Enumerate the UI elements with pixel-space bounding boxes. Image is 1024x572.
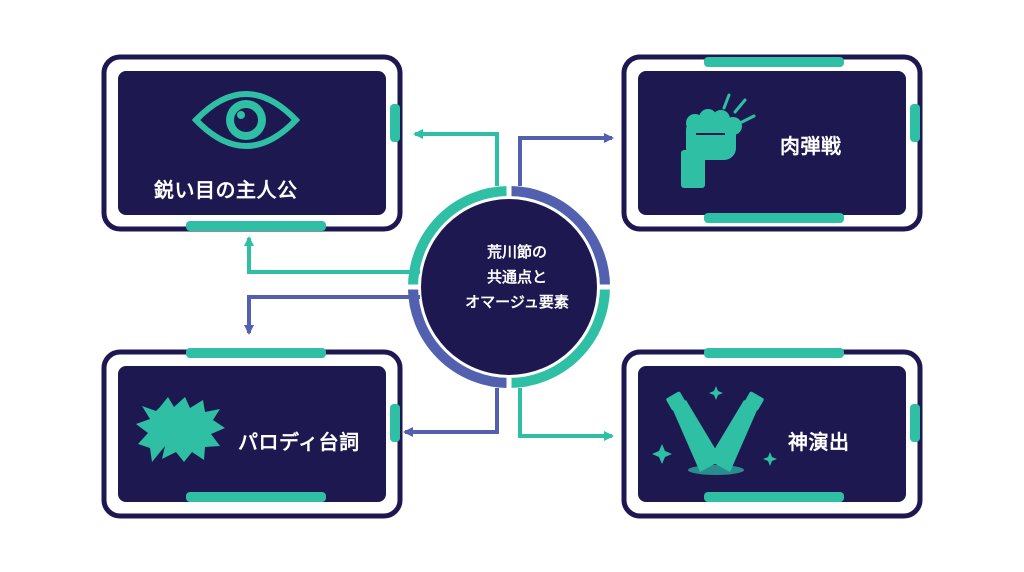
central-hub-line-2: 共通点と — [486, 268, 547, 286]
arrow-to-top-left-from-left — [244, 236, 420, 274]
central-hub-line-3: オマージュ要素 — [465, 293, 569, 311]
card-god-tier-direction — [621, 348, 923, 519]
arrow-to-bottom-left-from-left — [244, 295, 420, 335]
card-label-parody-lines: パロディ台詞 — [238, 430, 360, 454]
central-hub — [406, 184, 612, 390]
card-hand-to-hand-combat — [621, 54, 923, 232]
arrow-to-top-left — [413, 129, 499, 186]
central-hub-line-1: 荒川節の — [486, 243, 547, 261]
card-sharp-eyed-protagonist — [101, 54, 403, 232]
card-label-hand-to-hand-combat: 肉弾戦 — [780, 134, 842, 158]
card-parody-lines — [101, 348, 403, 519]
arrow-to-bottom-left — [403, 388, 499, 437]
connectors — [244, 129, 614, 441]
card-label-sharp-eyed-protagonist: 鋭い目の主人公 — [154, 178, 298, 202]
arrow-to-bottom-right — [518, 388, 614, 441]
central-hub-text: 荒川節の 共通点と オマージュ要素 — [427, 240, 607, 315]
speech-burst-icon — [136, 397, 225, 462]
eye-icon — [191, 91, 301, 149]
card-label-god-tier-direction: 神演出 — [788, 430, 850, 454]
spotlights-icon — [652, 386, 777, 475]
fist-icon — [681, 93, 756, 188]
arrow-to-top-right — [518, 133, 614, 186]
